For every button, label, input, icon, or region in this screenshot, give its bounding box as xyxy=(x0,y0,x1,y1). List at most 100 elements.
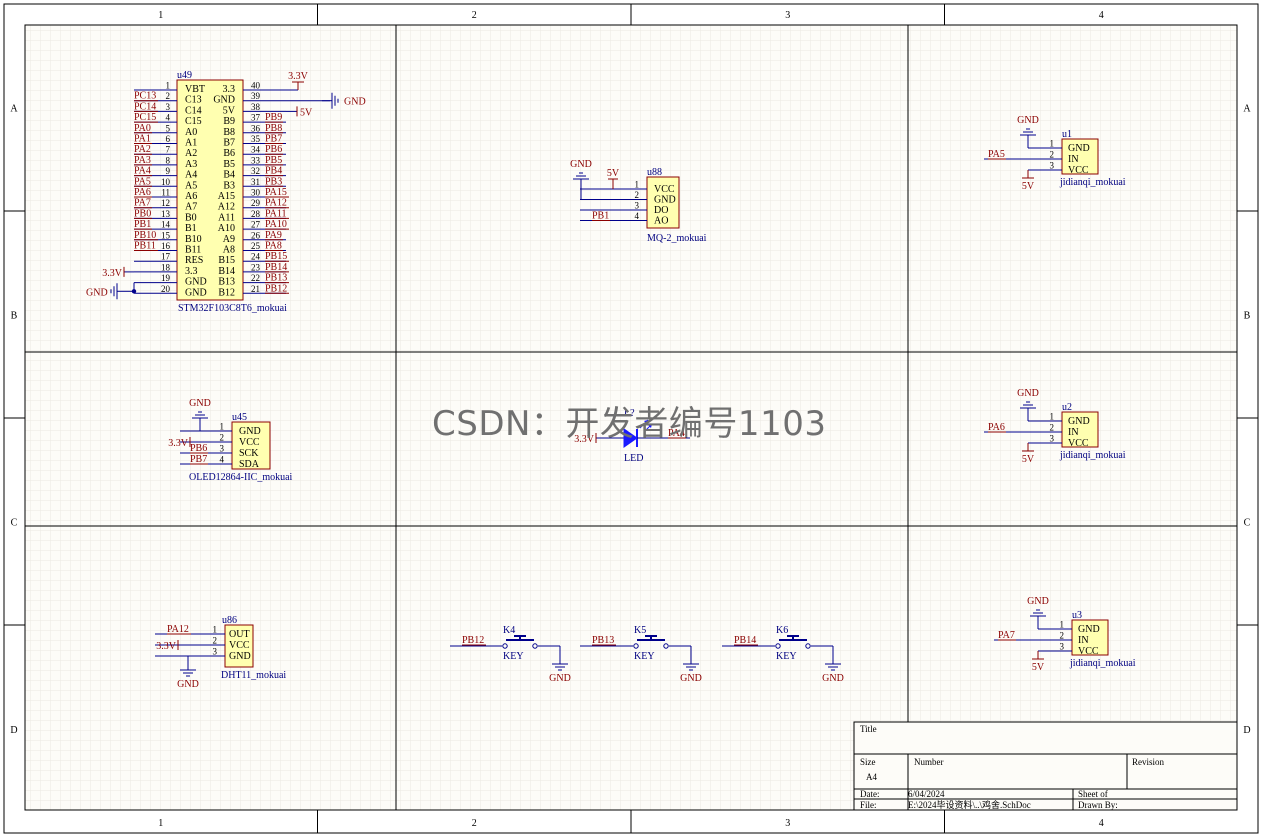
column-label: 1 xyxy=(158,10,163,21)
pin-number: 17 xyxy=(161,252,171,262)
power-label: 5V xyxy=(300,107,313,118)
pin-number: 1 xyxy=(213,625,218,635)
relay-body xyxy=(1061,138,1099,175)
pin-number: 7 xyxy=(166,145,171,155)
pin-number: 27 xyxy=(251,220,261,230)
ground-label: GND xyxy=(1017,115,1039,126)
pin-number: 4 xyxy=(635,211,640,221)
power-label: 3.3V xyxy=(168,438,189,449)
net-label: PB15 xyxy=(265,251,287,262)
pin-number: 2 xyxy=(1050,150,1055,160)
pin-name: GND xyxy=(1068,143,1090,154)
pin-number: 1 xyxy=(635,180,640,190)
part-name: KEY xyxy=(776,651,797,662)
column-label: 1 xyxy=(158,818,163,829)
pin-number: 2 xyxy=(213,636,218,646)
part-ref: u86 xyxy=(222,615,237,626)
ground-symbol: GND xyxy=(1017,388,1039,421)
net-label: PB1 xyxy=(134,219,151,230)
row-label: A xyxy=(1243,104,1251,115)
pin-number: 1 xyxy=(1050,139,1055,149)
row-label: A xyxy=(10,104,18,115)
power-port: 3.3V xyxy=(102,266,125,279)
net-label: PC15 xyxy=(134,112,156,123)
net-label: PB12 xyxy=(462,635,484,646)
pin-name: B8 xyxy=(223,127,235,138)
part-ref: K4 xyxy=(503,625,515,636)
pin-name: 3.3 xyxy=(223,84,236,95)
relay-body xyxy=(1061,411,1099,448)
pin-number: 38 xyxy=(251,102,261,112)
net-label: PA11 xyxy=(265,208,287,219)
column-label: 2 xyxy=(472,10,477,21)
pin-name: VCC xyxy=(229,640,250,651)
pin-name: B1 xyxy=(185,223,197,234)
pin-number: 1 xyxy=(1060,620,1065,630)
power-port: 5V xyxy=(1022,170,1035,192)
ground-label: GND xyxy=(549,673,571,684)
ground-symbol: GND xyxy=(570,159,592,192)
switch-contact xyxy=(663,643,669,649)
net-label: PC13 xyxy=(134,91,156,102)
net-label: PB12 xyxy=(265,283,287,294)
size-label: Size xyxy=(860,757,876,767)
pin-name: DO xyxy=(654,205,668,216)
pin-name: B15 xyxy=(218,255,235,266)
pin-name: VBT xyxy=(185,84,205,95)
pin-name: A3 xyxy=(185,159,197,170)
relay-body xyxy=(1071,619,1109,656)
ground-symbol: GND xyxy=(1027,596,1049,629)
pin-number: 26 xyxy=(251,230,261,240)
row-label: C xyxy=(1244,518,1251,529)
part-ref: u45 xyxy=(232,412,247,423)
pin-number: 39 xyxy=(251,91,261,101)
net-label: PA6 xyxy=(988,422,1005,433)
pin-number: 14 xyxy=(161,220,171,230)
part-name: jidianqi_mokuai xyxy=(1069,658,1136,669)
pin-name: A4 xyxy=(185,170,197,181)
pin-name: GND xyxy=(213,95,235,106)
pin-name: RES xyxy=(185,255,203,266)
pin-name: A12 xyxy=(218,202,235,213)
part-ref: u2 xyxy=(1062,402,1072,413)
pin-name: GND xyxy=(654,195,676,206)
row-label: B xyxy=(1244,311,1251,322)
pin-name: VCC xyxy=(1078,646,1099,657)
ground-symbol: GND xyxy=(189,398,211,431)
pin-name: B5 xyxy=(223,159,235,170)
pin-name: GND xyxy=(1078,624,1100,635)
column-label: 3 xyxy=(785,818,790,829)
pin-number: 9 xyxy=(166,166,171,176)
part-ref: u49 xyxy=(177,70,192,81)
drawn-by-label: Drawn By: xyxy=(1078,800,1118,810)
pin-number: 33 xyxy=(251,155,261,165)
pin-name: VCC xyxy=(239,437,260,448)
net-label: PA6 xyxy=(134,187,151,198)
switch-contact xyxy=(775,643,781,649)
led-arrow-head xyxy=(644,420,648,424)
pin-number: 15 xyxy=(161,230,171,240)
pin-number: 35 xyxy=(251,134,261,144)
ground-symbol: GND xyxy=(1017,115,1039,148)
ground-label: GND xyxy=(570,159,592,170)
pin-number: 13 xyxy=(161,209,171,219)
part-ref: u3 xyxy=(1072,610,1082,621)
pin-name: A9 xyxy=(223,234,235,245)
pin-name: B14 xyxy=(218,266,235,277)
pin-name: B13 xyxy=(218,277,235,288)
pin-name: B10 xyxy=(185,234,202,245)
part-name: DHT11_mokuai xyxy=(221,670,286,681)
sheet-label: Sheet of xyxy=(1078,789,1108,799)
pin-number: 2 xyxy=(220,433,225,443)
pin-number: 28 xyxy=(251,209,261,219)
power-label: 3.3V xyxy=(156,641,177,652)
part-ref: K5 xyxy=(634,625,646,636)
pin-name: IN xyxy=(1068,154,1079,165)
ground-label: GND xyxy=(86,287,108,298)
switch-contact xyxy=(502,643,508,649)
ground-symbol: GND xyxy=(549,657,571,684)
